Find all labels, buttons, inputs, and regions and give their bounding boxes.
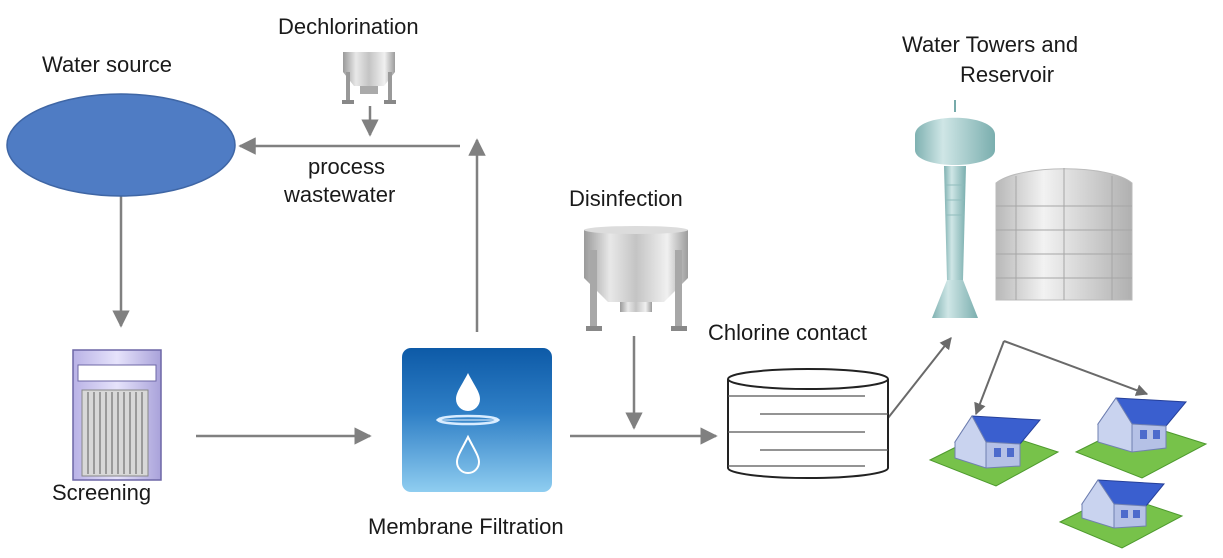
- water-drop-icon: [456, 373, 480, 411]
- arrow-dist-to-house1: [974, 340, 1005, 416]
- screening-label: Screening: [52, 480, 152, 505]
- chlorine-contact-label: Chlorine contact: [708, 320, 867, 345]
- house-icon-3: [1058, 479, 1184, 549]
- water-towers-label-line2: Reservoir: [960, 62, 1055, 87]
- arrow-dist-to-house2: [1003, 340, 1149, 396]
- screening-icon: [72, 349, 162, 481]
- filtered-drop-icon: [455, 434, 481, 474]
- chlorine-contact-tank-icon: [727, 368, 889, 479]
- membrane-filtration-label: Membrane Filtration: [368, 514, 564, 539]
- membrane-filtration-icon: [402, 348, 552, 492]
- flow-arrows: [112, 106, 1149, 445]
- water-towers-label-line1: Water Towers and: [902, 32, 1079, 57]
- water-tower-icon: [915, 100, 995, 318]
- arrow-chlorine-to-towers: [887, 337, 952, 419]
- house-icon-1: [928, 415, 1060, 487]
- water-source-label: Water source: [42, 52, 173, 77]
- process-wastewater-label-line2: wastewater: [284, 182, 396, 207]
- disinfection-label: Disinfection: [569, 186, 683, 211]
- water-source-ellipse: [6, 93, 236, 197]
- house-icon-2: [1074, 397, 1208, 479]
- reservoir-icon: [995, 168, 1133, 301]
- process-wastewater-label-line1: process: [308, 154, 386, 179]
- dechlorination-label: Dechlorination: [278, 14, 419, 39]
- disinfection-tank-icon: [584, 226, 688, 331]
- dechlorination-tank-icon: [342, 52, 396, 104]
